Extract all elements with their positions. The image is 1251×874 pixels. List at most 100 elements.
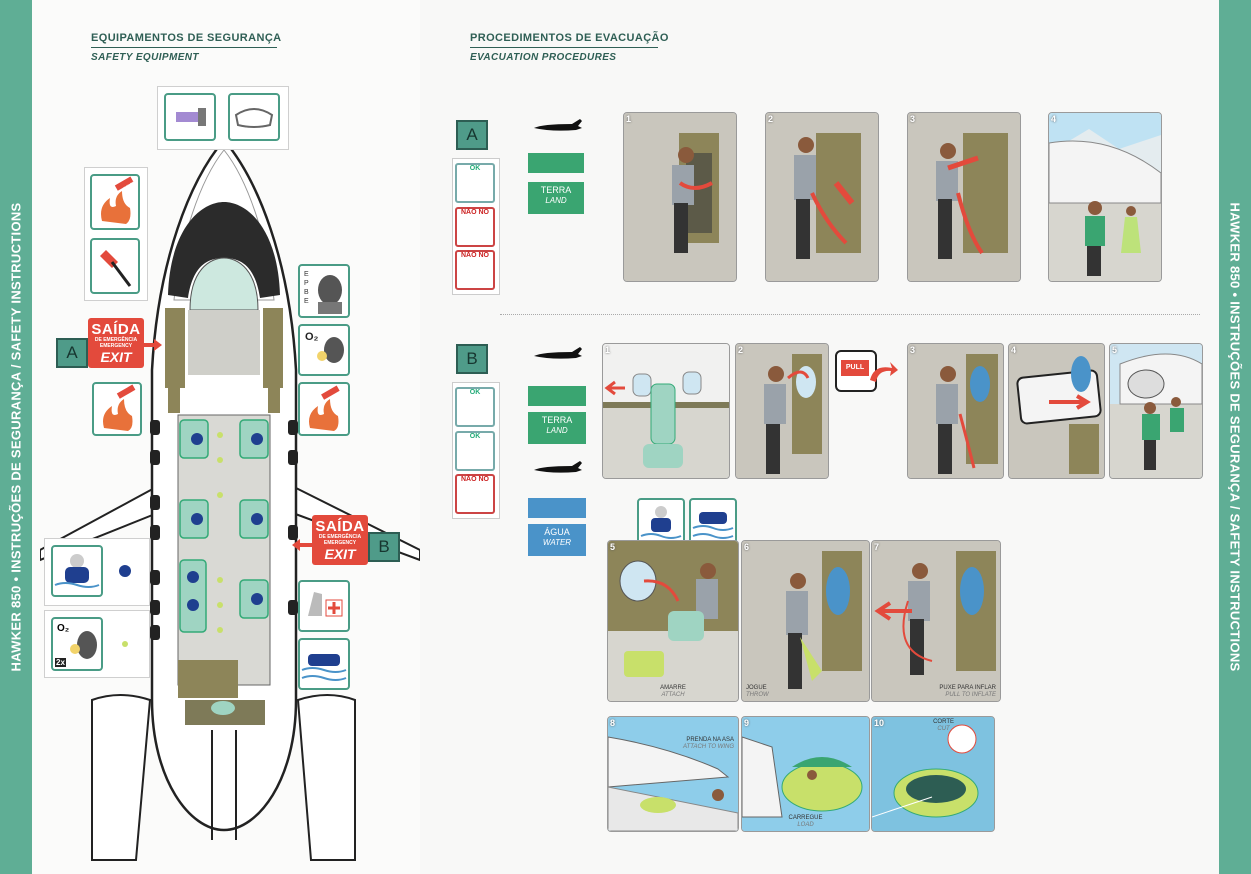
procedure-b-states: OK OK NÃO NO: [452, 382, 500, 519]
state-ok-land-b: OK: [455, 387, 495, 427]
exit-b-exit: EXIT: [324, 546, 356, 562]
step-b-2: 2: [735, 343, 829, 479]
water-step-9-num: 9: [744, 718, 750, 728]
o2-label: O₂: [305, 331, 319, 343]
exit-a-small-en: EMERGENCY: [99, 343, 133, 349]
step-b-1: 1: [602, 343, 730, 479]
exit-b-saida: SAÍDA: [315, 518, 365, 535]
passenger-oxygen-icon: O₂ 2x: [51, 617, 103, 671]
state-nao-label-a1: NÃO NO: [461, 209, 489, 216]
halon-label-1: HALON: [122, 180, 137, 191]
water-step-10-en: CUT: [937, 726, 950, 733]
step-b-1-num: 1: [605, 345, 611, 355]
safety-equipment-subtitle: SAFETY EQUIPMENT: [91, 52, 199, 63]
right-strip-text: HAWKER 850 • INSTRUÇÕES DE SEGURANÇA / S…: [1227, 202, 1243, 672]
life-raft-icon: [298, 638, 350, 690]
crash-axe-icon: [90, 238, 140, 294]
life-vest-markers: [187, 433, 263, 611]
oxygen-dot: [122, 641, 128, 647]
aircraft-silhouette-a: [534, 119, 582, 131]
pull-arrow: [870, 362, 898, 382]
state-ok-water-b: OK: [455, 431, 495, 471]
water-step-6-pt: JOGUE: [746, 684, 767, 691]
land-en-b: LAND: [546, 425, 568, 435]
step-a-3-num: 3: [910, 114, 916, 124]
water-step-7-num: 7: [874, 542, 880, 552]
exit-a-saida: SAÍDA: [91, 321, 141, 338]
oxygen-legend: O₂ 2x: [44, 610, 150, 678]
state-not-fire-2: NÃO NO: [455, 250, 495, 290]
water-step-9-pt: CARREGUE: [788, 814, 823, 821]
water-step-8-en: ATTACH TO WING: [683, 744, 734, 751]
left-engine: [91, 694, 152, 861]
state-ok-label-b1: OK: [469, 389, 481, 396]
state-nao-label-a2: NÃO NO: [461, 252, 489, 259]
land-swatch-b: [528, 386, 586, 406]
exit-a-letter: A: [56, 338, 88, 368]
right-engine: [296, 694, 356, 861]
section-divider: [500, 314, 1200, 315]
water-step-10-pt: CORTE: [933, 719, 954, 725]
water-step-7-pt: PUXE PARA INFLAR: [939, 684, 996, 691]
exit-a-small: DE EMERGÊNCIA: [94, 337, 138, 343]
water-step-10-num: 10: [874, 718, 885, 728]
state-not-fire: NÃO NO: [455, 207, 495, 247]
exit-b-arrow: [292, 539, 314, 551]
water-step-5-en: ATTACH: [661, 691, 685, 698]
step-b-4: 4: [1008, 343, 1105, 479]
water-step-7-en: PULL TO INFLATE: [945, 691, 996, 698]
oxygen-mask-icon: O₂: [298, 324, 350, 376]
water-life-vest-icon: [637, 498, 685, 546]
water-step-8-num: 8: [610, 718, 616, 728]
goggles-icon: [228, 93, 280, 141]
fire-extinguisher-icon-3: [298, 382, 350, 436]
epbe-letter-4: E: [304, 298, 309, 305]
procedure-a-letter: A: [456, 120, 488, 150]
exit-b-letter: B: [368, 532, 400, 562]
evacuation-subtitle: EVACUATION PROCEDURES: [470, 52, 617, 63]
exit-b-small-en: EMERGENCY: [323, 540, 357, 546]
water-step-9-en: LOAD: [797, 821, 814, 828]
land-en-a: LAND: [545, 195, 567, 205]
o2-label-2: O₂: [57, 623, 70, 634]
left-strip-text: HAWKER 850 • INSTRUÇÕES DE SEGURANÇA / S…: [8, 202, 24, 672]
exit-b-small: DE EMERGÊNCIA: [318, 534, 362, 540]
flashlight-icon: [164, 93, 216, 141]
epbe-letter-3: B: [304, 289, 309, 296]
pull-label: PULL: [841, 360, 869, 376]
water-swatch: [528, 498, 586, 518]
exit-b-sign: SAÍDA DE EMERGÊNCIA EMERGENCY EXIT: [312, 515, 368, 565]
step-b-3: 3: [907, 343, 1004, 479]
water-step-6-en: THROW: [746, 691, 769, 698]
right-side-strip: HAWKER 850 • INSTRUÇÕES DE SEGURANÇA / S…: [1219, 0, 1251, 874]
state-nao-label-b: NÃO NO: [461, 476, 489, 483]
life-vest-icon: [51, 545, 103, 597]
title-rule: [91, 47, 277, 48]
step-a-2-num: 2: [768, 114, 774, 124]
exit-a-arrow: [140, 339, 162, 351]
step-a-1: 1: [623, 112, 737, 282]
safety-equipment-title: EQUIPAMENTOS DE SEGURANÇA: [91, 32, 282, 44]
water-en: WATER: [542, 537, 572, 547]
step-b-4-num: 4: [1011, 345, 1017, 355]
two-x-label: 2x: [55, 658, 66, 667]
pbe-hood-icon: E P B E: [298, 264, 350, 318]
first-aid-icon: [298, 580, 350, 632]
state-ok-label-b2: OK: [469, 433, 481, 440]
step-a-2: 2: [765, 112, 879, 282]
cockpit-windshield: [168, 202, 280, 298]
epbe-letter-1: E: [304, 271, 309, 278]
